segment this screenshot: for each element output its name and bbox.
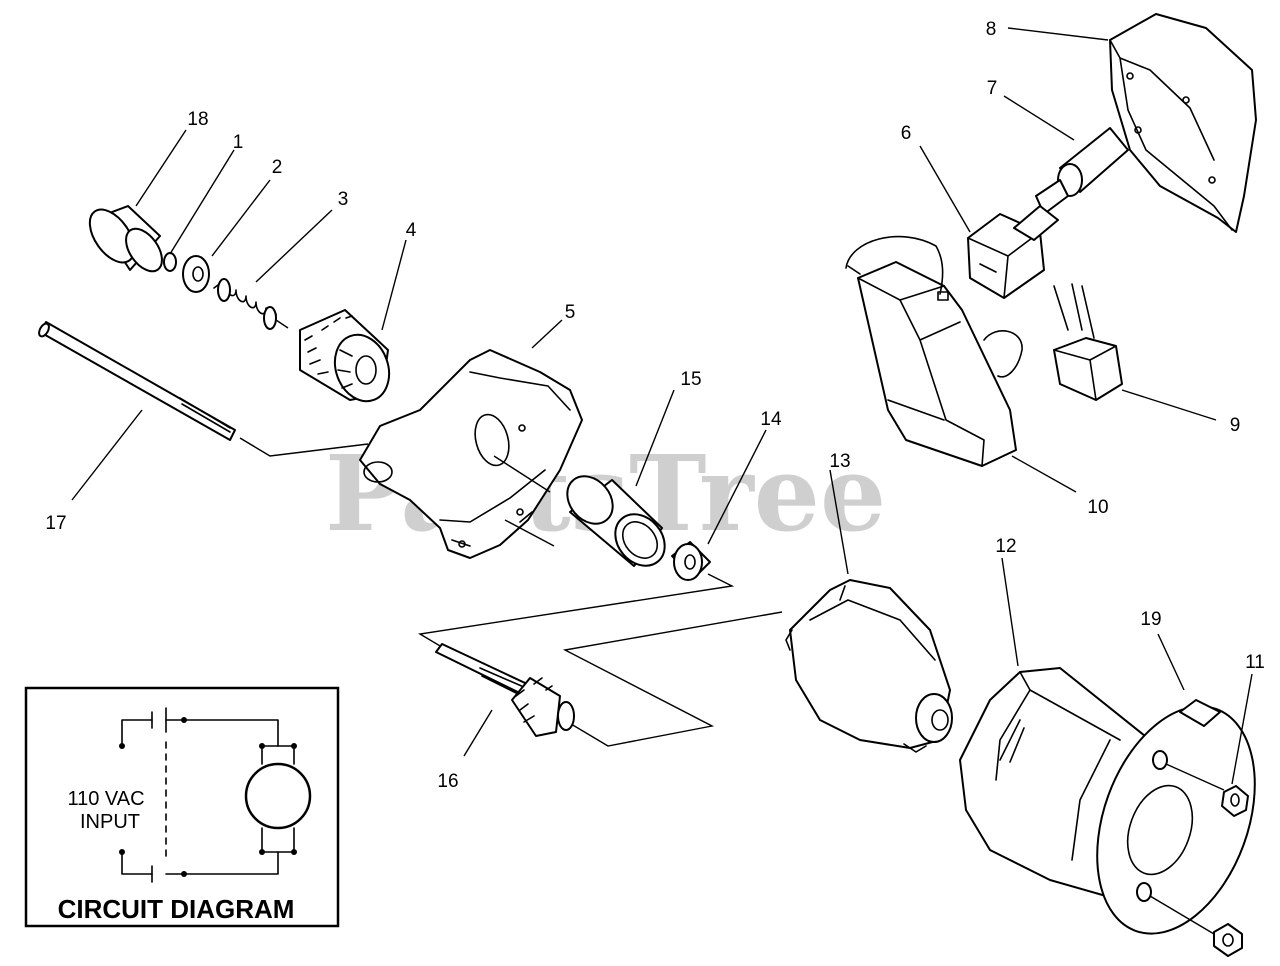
callout-15: 15 [680, 369, 701, 390]
leader-15 [635, 389, 675, 487]
circuit-input-line2: INPUT [80, 811, 140, 833]
callout-7: 7 [987, 78, 998, 99]
callout-1: 1 [233, 132, 244, 153]
motor-symbol [244, 762, 312, 830]
circuit-node-top [181, 717, 187, 723]
part-13-endcap [785, 579, 953, 753]
callout-labels: 18 1 2 3 4 5 6 7 8 9 10 11 12 13 14 15 1… [45, 19, 1264, 792]
circuit-terminal-top-left [119, 743, 125, 749]
part-3-spring [213, 278, 289, 330]
part-1-washer [163, 252, 177, 272]
part-15-sleeve [566, 475, 666, 567]
part-7-grommet [1035, 127, 1129, 215]
leader-14 [707, 429, 767, 545]
leader-10 [1011, 455, 1077, 493]
callout-2: 2 [272, 157, 283, 178]
part-4-gear [299, 309, 391, 403]
part-10-switch-box [845, 235, 1023, 467]
leader-16 [463, 709, 493, 757]
part-9-switch [1053, 283, 1123, 401]
callout-4: 4 [406, 220, 417, 241]
leader-13 [829, 469, 849, 575]
circuit-input-line1: 110 VAC [67, 788, 144, 810]
callout-18: 18 [187, 109, 208, 130]
part-12-motor [959, 667, 1256, 935]
part-17-bolt [38, 321, 369, 457]
circuit-terminal-bottom-left [119, 849, 125, 855]
callout-10: 10 [1087, 497, 1108, 518]
leader-19 [1157, 633, 1185, 691]
leader-12 [1001, 557, 1019, 667]
leader-1 [169, 149, 235, 255]
part-16-shaft [435, 643, 575, 737]
callout-19: 19 [1140, 609, 1161, 630]
leader-2 [211, 179, 271, 257]
leader-7 [1003, 95, 1075, 141]
part-14-bushing [417, 541, 783, 747]
callout-5: 5 [565, 302, 576, 323]
leader-11 [1231, 673, 1253, 785]
circuit-diagram-box: 110 VAC INPUT CIRCUIT DIAGRAM [24, 686, 340, 928]
callout-3: 3 [338, 189, 349, 210]
leader-lines [71, 27, 1253, 785]
part-5-housing [359, 349, 583, 559]
part-19-clip [1179, 699, 1221, 727]
part-2-cup [182, 255, 210, 293]
leader-17 [71, 409, 143, 501]
callout-16: 16 [437, 771, 458, 792]
callout-6: 6 [901, 123, 912, 144]
leader-4 [381, 239, 407, 331]
callout-14: 14 [760, 409, 782, 430]
callout-17: 17 [45, 513, 66, 534]
part-18-bushing [88, 205, 163, 273]
leader-18 [135, 129, 187, 207]
part-8-cover [1109, 13, 1257, 233]
circuit-title: CIRCUIT DIAGRAM [58, 894, 295, 924]
leader-6 [919, 145, 971, 233]
leader-5 [531, 319, 563, 349]
callout-11: 11 [1245, 652, 1265, 673]
leader-9 [1121, 389, 1217, 421]
part-11-nut [1213, 785, 1249, 957]
callout-8: 8 [986, 19, 997, 40]
callout-12: 12 [995, 536, 1016, 557]
leader-8 [1007, 27, 1109, 41]
callout-13: 13 [829, 451, 850, 472]
part-6-plug [967, 205, 1059, 299]
leader-3 [255, 209, 333, 283]
callout-9: 9 [1230, 415, 1241, 436]
